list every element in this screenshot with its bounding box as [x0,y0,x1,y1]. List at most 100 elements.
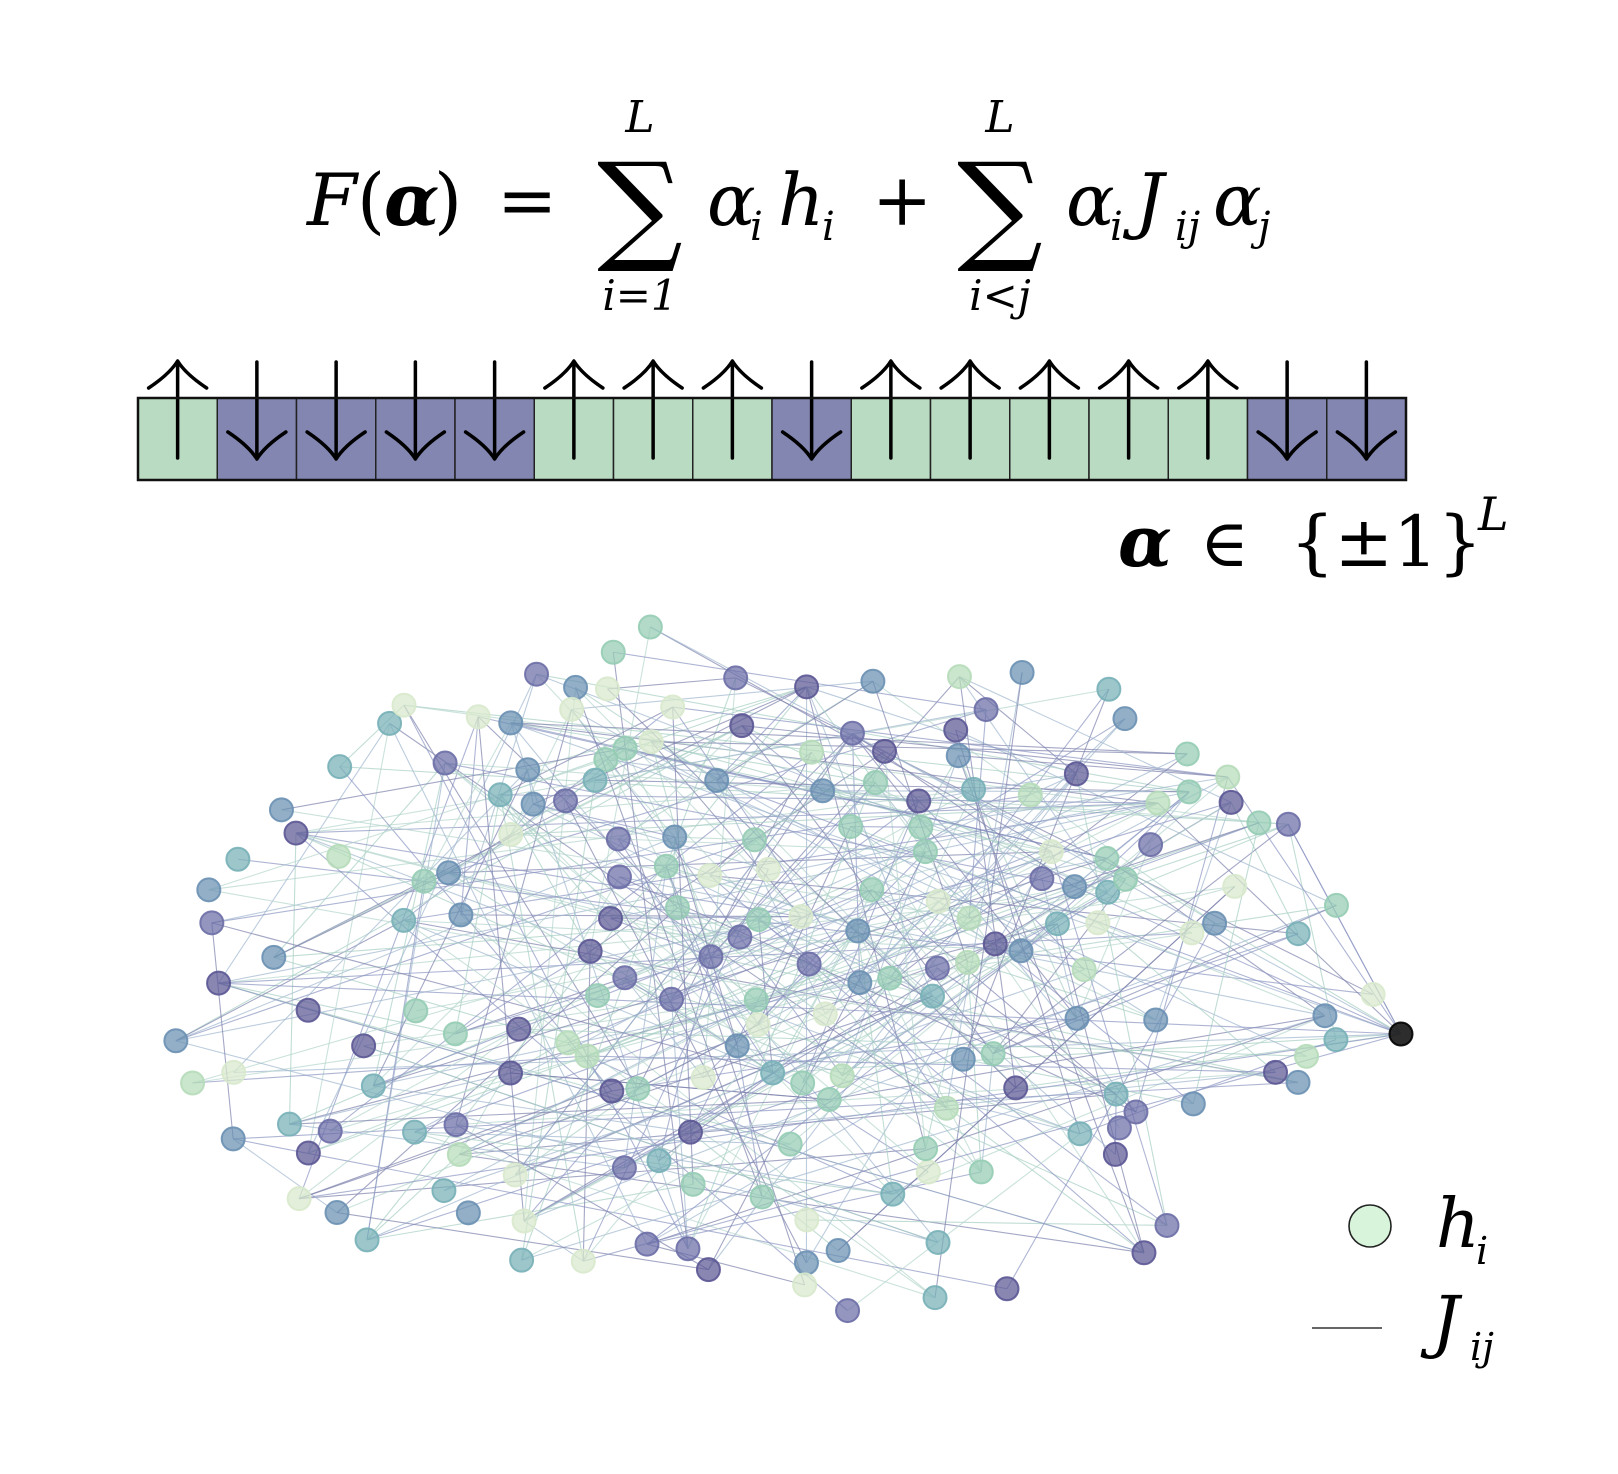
field-node [599,1078,625,1104]
coupling-edge [671,718,1126,1000]
field-node [862,770,888,796]
field-node [945,743,971,769]
coupling-edge [403,802,1159,921]
term2-alpha-sub: i [1110,204,1123,250]
coupling-edge [523,687,577,1222]
coupling-edge [650,741,970,919]
coupling-edge [211,922,773,1074]
spin-up-arrow [1018,359,1081,460]
field-node [1113,866,1139,892]
coupling-edge [967,962,982,1172]
field-node [448,902,474,928]
legend-node-label: h [1436,1185,1480,1264]
coupling-edge [963,1058,1194,1105]
field-node [515,757,541,783]
coupling-edge [805,851,1052,1264]
coupling-edge [307,723,391,1154]
field-node [729,713,755,739]
coupling-edge [611,1017,1078,1092]
field-node [582,767,608,793]
spin-up-arrow [701,359,764,460]
term1-alpha: α [707,158,756,242]
field-node [980,1041,1006,1067]
field-node [760,1060,786,1086]
field-node [704,767,730,793]
field-node [742,827,768,853]
spin-up-arrow [146,359,209,460]
field-node [829,1063,855,1089]
field-node [327,754,353,780]
coupling-edge [1155,802,1232,1021]
field-node [799,739,825,765]
formula-plus: + [872,158,932,242]
coupling-edge [218,982,456,1035]
field-node [276,1111,302,1137]
coupling-edge [571,680,873,710]
coupling-edge [872,680,1215,924]
spin-down-arrow [1335,360,1398,461]
field-node [662,824,688,850]
formula-equals: = [497,158,557,242]
coupling-edge [211,872,449,924]
coupling-edge [518,1028,1307,1057]
formula-F: F [305,158,360,242]
field-node [1174,741,1200,767]
field-node [933,1095,959,1121]
field-node [1044,911,1070,937]
field-node [1180,1091,1206,1117]
coupling-edge [295,832,860,984]
field-node [698,944,724,970]
coupling-edge [1192,822,1260,1104]
coupling-edge [403,919,936,1299]
field-node [838,814,864,840]
field-node [1154,1212,1180,1238]
coupling-edge [499,794,672,1000]
field-node [825,1238,851,1264]
field-node [220,1126,246,1152]
coupling-edge [958,755,1228,778]
coupling-edge [934,672,1023,1298]
coupling-edge [674,836,738,1046]
coupling-edge [389,723,648,1245]
coupling-edge [624,1072,773,1169]
coupling-edge [646,1058,964,1245]
field-node [723,665,749,691]
field-node [487,782,513,808]
field-node [950,1046,976,1072]
sum2-upper-limit: L [984,92,1014,143]
field-node [877,965,903,991]
field-node [553,788,579,814]
field-node [745,1012,771,1038]
field-node [377,710,403,736]
coupling-edge [414,1131,791,1145]
set-label-exponent: L [1477,487,1509,541]
coupling-edge [288,833,297,1125]
field-node [956,905,982,931]
coupling-edge [1056,923,1145,1253]
field-node [498,710,524,736]
field-node [465,704,491,730]
coupling-edge [857,930,1116,1155]
coupling-edge [674,836,755,841]
spin-chain [136,359,1408,482]
field-node [653,853,679,879]
coupling-edge [299,1033,1402,1200]
field-node [577,938,603,964]
field-node [295,997,321,1023]
field-node [646,1148,672,1174]
field-node [1176,779,1202,805]
field-node [326,843,352,869]
field-node [1063,761,1089,787]
field-node [835,1298,861,1324]
spin-up-arrow [1097,359,1160,460]
field-node [600,639,626,665]
field-node [1131,1240,1157,1266]
field-node [973,697,999,723]
sum2-symbol: ∑ [957,138,1043,277]
coupling-edge [218,891,1108,984]
field-node [915,1159,941,1185]
coupling-edge [822,790,919,802]
legend-edge-label-sub: ij [1470,1325,1494,1369]
coupling-edge [624,773,1077,979]
field-node [295,1140,321,1166]
